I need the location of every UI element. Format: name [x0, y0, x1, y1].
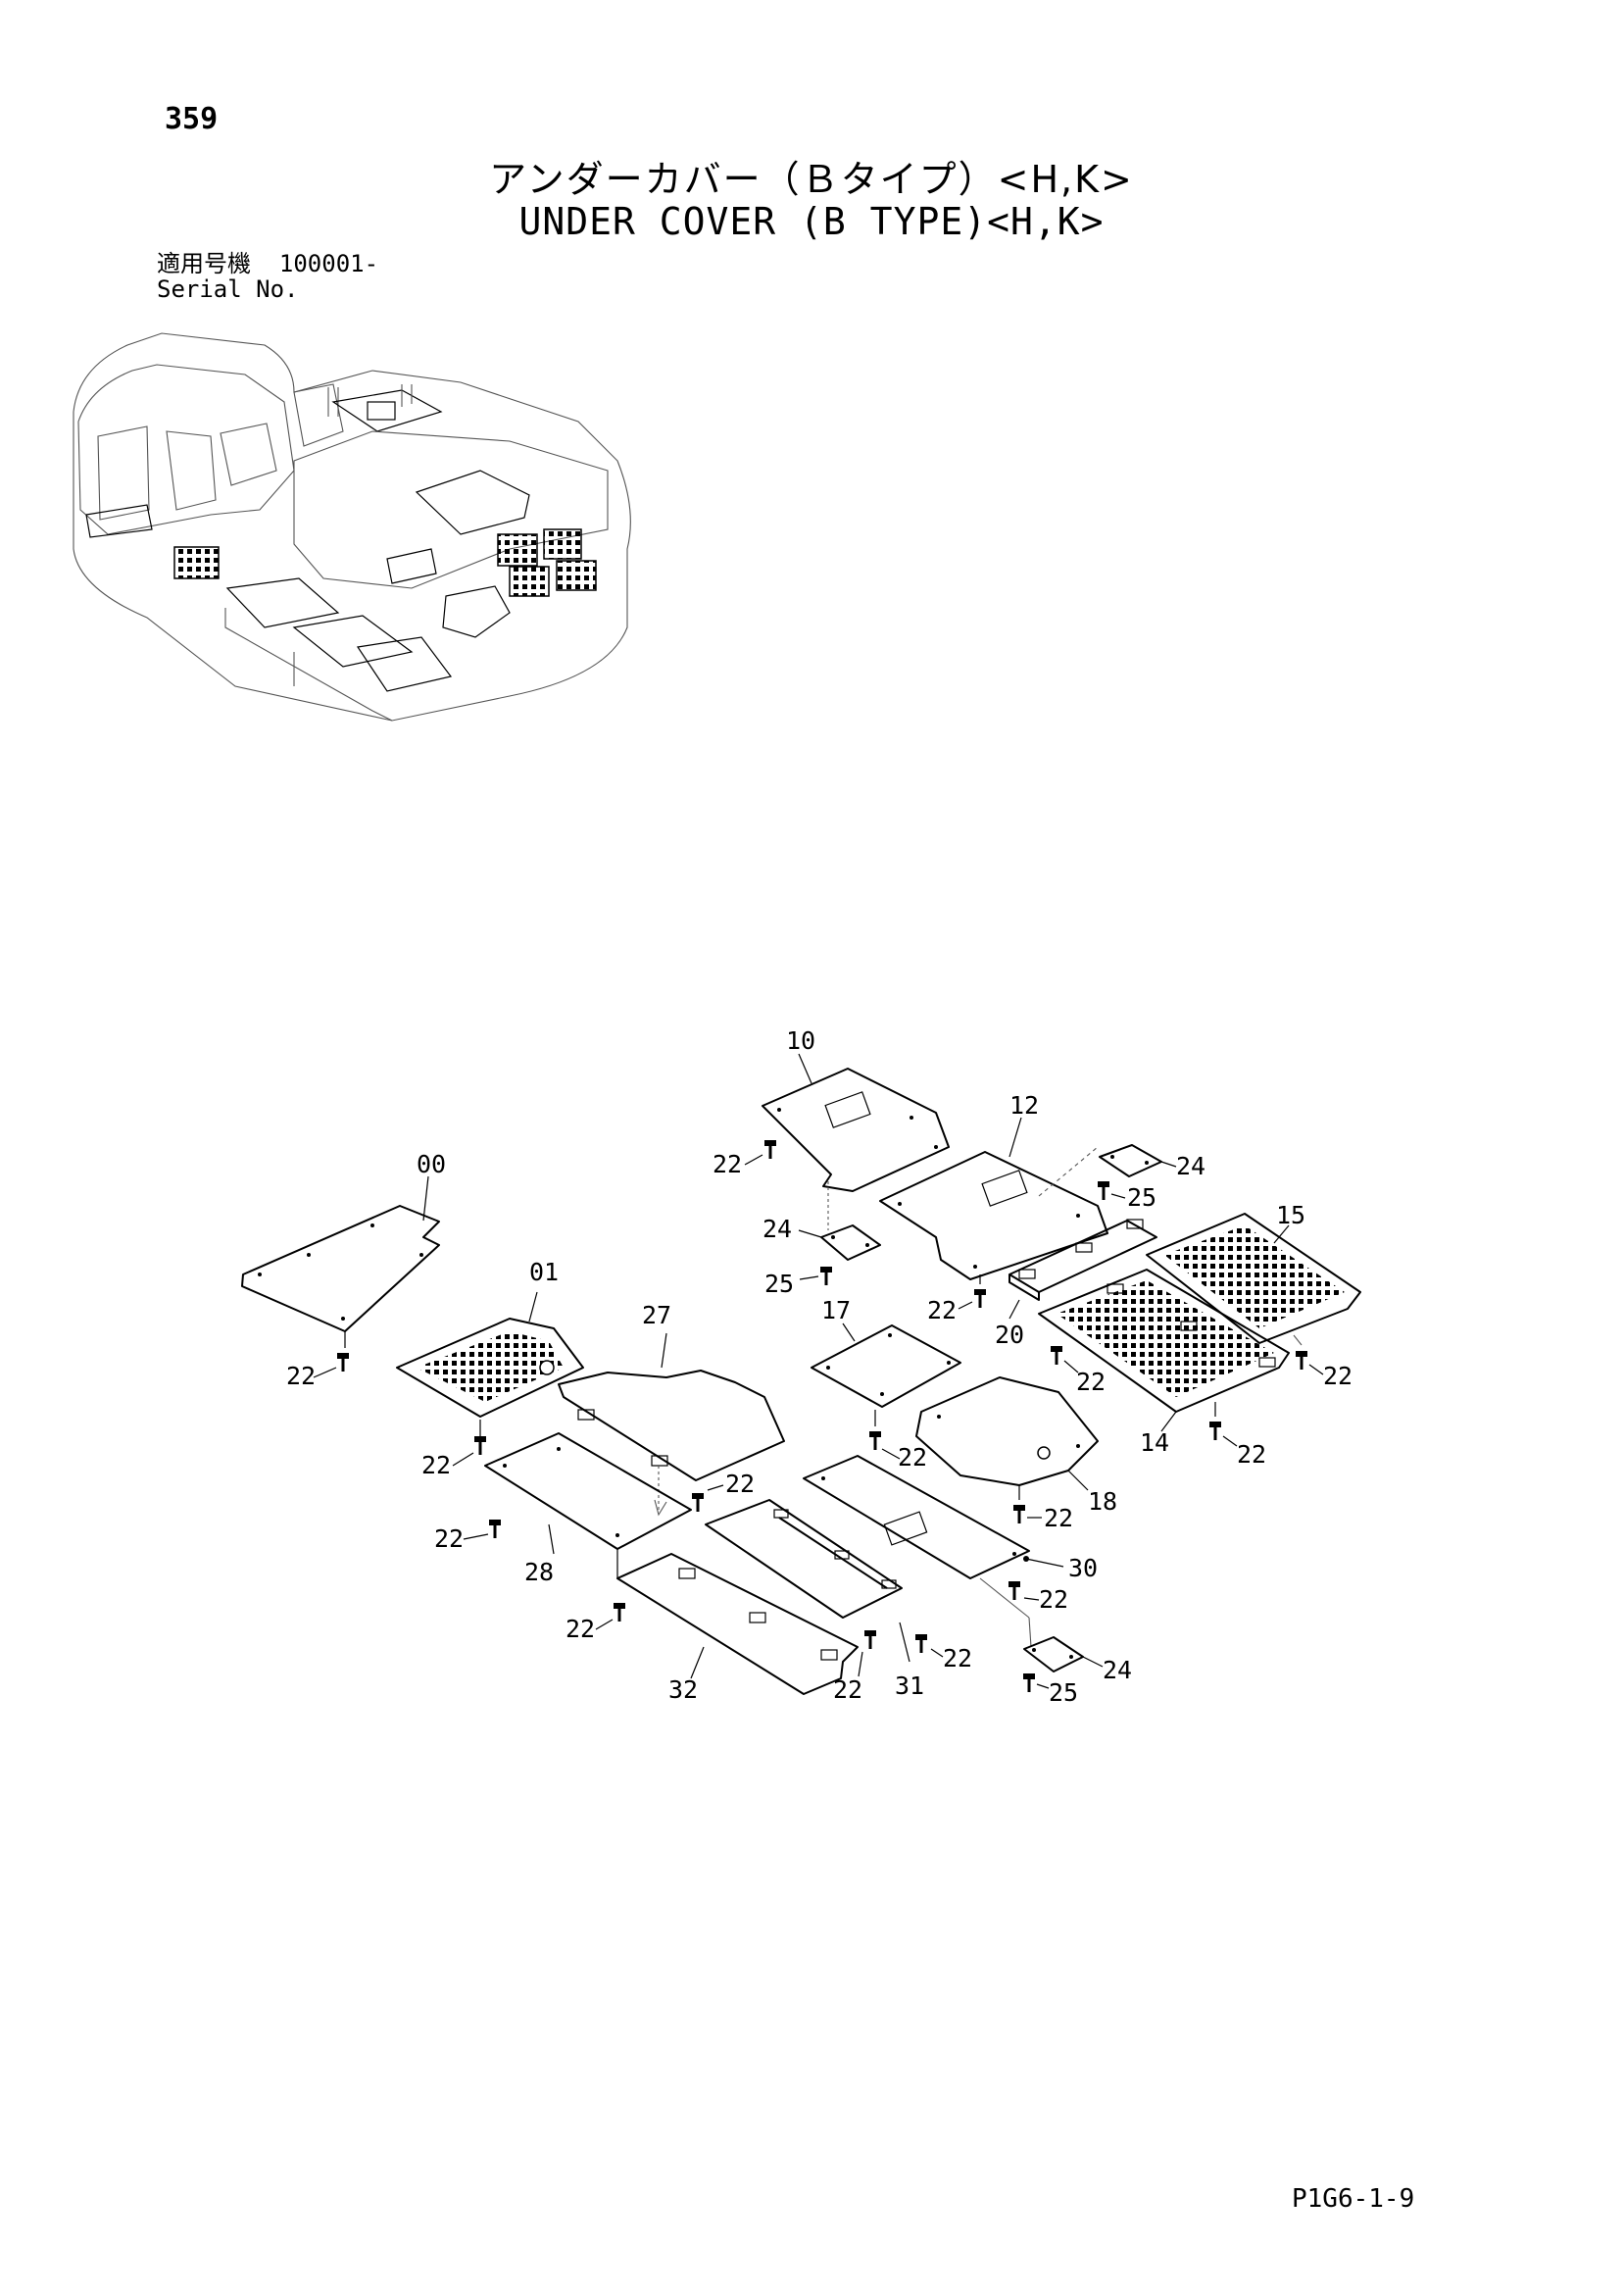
label-22: 22: [898, 1443, 927, 1472]
label-22: 22: [725, 1470, 755, 1498]
label-24: 24: [762, 1215, 792, 1243]
label-25: 25: [1049, 1678, 1078, 1707]
label-18: 18: [1088, 1487, 1117, 1516]
page-title-english: UNDER COVER (B TYPE)<H,K>: [518, 200, 1105, 243]
label-32: 32: [668, 1675, 698, 1704]
part-24-25-plate-bottom: 24 25: [1021, 1636, 1132, 1707]
part-10-cover: 10 22: [713, 1026, 950, 1230]
drawing-code: P1G6-1-9: [1292, 2184, 1415, 2214]
label-24: 24: [1176, 1152, 1205, 1180]
label-10: 10: [786, 1026, 815, 1055]
part-20-bracket: 20 22: [995, 1219, 1157, 1396]
serial-label-japanese: 適用号機: [157, 250, 251, 277]
part-01-mesh-cover: 01 22: [396, 1258, 584, 1479]
page-number: 359: [165, 102, 219, 136]
label-22: 22: [927, 1296, 957, 1324]
label-22: 22: [713, 1150, 742, 1178]
label-22: 22: [1076, 1368, 1106, 1396]
serial-info: 適用号機 100001- Serial No.: [157, 251, 378, 302]
part-17-cover: 17 22: [811, 1296, 961, 1472]
part-12-cover: 12 22: [879, 1091, 1108, 1324]
label-24: 24: [1103, 1656, 1132, 1684]
label-22: 22: [434, 1524, 464, 1553]
serial-value: 100001-: [278, 250, 379, 277]
part-28-cover: 22 28: [434, 1432, 692, 1586]
serial-label-english: Serial No.: [157, 275, 299, 303]
label-22: 22: [943, 1644, 972, 1672]
label-00: 00: [417, 1150, 446, 1178]
label-14: 14: [1140, 1428, 1169, 1457]
part-15-mesh-cover: 15 22: [1146, 1201, 1361, 1390]
label-20: 20: [995, 1321, 1024, 1349]
part-24-25-plate-top: 24 25: [1096, 1144, 1205, 1212]
label-22: 22: [421, 1451, 451, 1479]
label-25: 25: [764, 1270, 794, 1298]
label-22: 22: [1039, 1585, 1068, 1614]
part-00-cover: 00 22: [241, 1150, 446, 1390]
part-27-cover: 27 22: [558, 1301, 785, 1517]
label-30: 30: [1068, 1554, 1098, 1582]
label-22: 22: [833, 1675, 862, 1704]
label-31: 31: [895, 1672, 924, 1700]
page-title-japanese: アンダーカバー（Ｂタイプ）<H,K>: [489, 158, 1134, 201]
label-28: 28: [524, 1558, 554, 1586]
part-24-25-plate-middle: 24 25: [762, 1215, 881, 1298]
label-22: 22: [1237, 1440, 1266, 1469]
part-14-mesh-cover: 14 22: [1038, 1269, 1290, 1469]
label-15: 15: [1276, 1201, 1305, 1229]
serial-row: 適用号機 100001-: [157, 251, 378, 276]
label-22: 22: [1323, 1362, 1352, 1390]
part-30-cover: 30 22: [803, 1455, 1098, 1648]
label-22: 22: [286, 1362, 316, 1390]
label-01: 01: [529, 1258, 559, 1286]
label-17: 17: [821, 1296, 851, 1324]
label-22: 22: [1044, 1504, 1073, 1532]
label-25: 25: [1127, 1183, 1156, 1212]
machine-overview-illustration: [73, 332, 631, 722]
label-12: 12: [1009, 1091, 1039, 1120]
label-27: 27: [642, 1301, 671, 1329]
part-32-cover: 22 32: [566, 1553, 859, 1704]
part-18-cover: 22 18: [915, 1376, 1117, 1532]
part-31-cover: 22 31 22: [705, 1499, 972, 1704]
label-22: 22: [566, 1615, 595, 1643]
